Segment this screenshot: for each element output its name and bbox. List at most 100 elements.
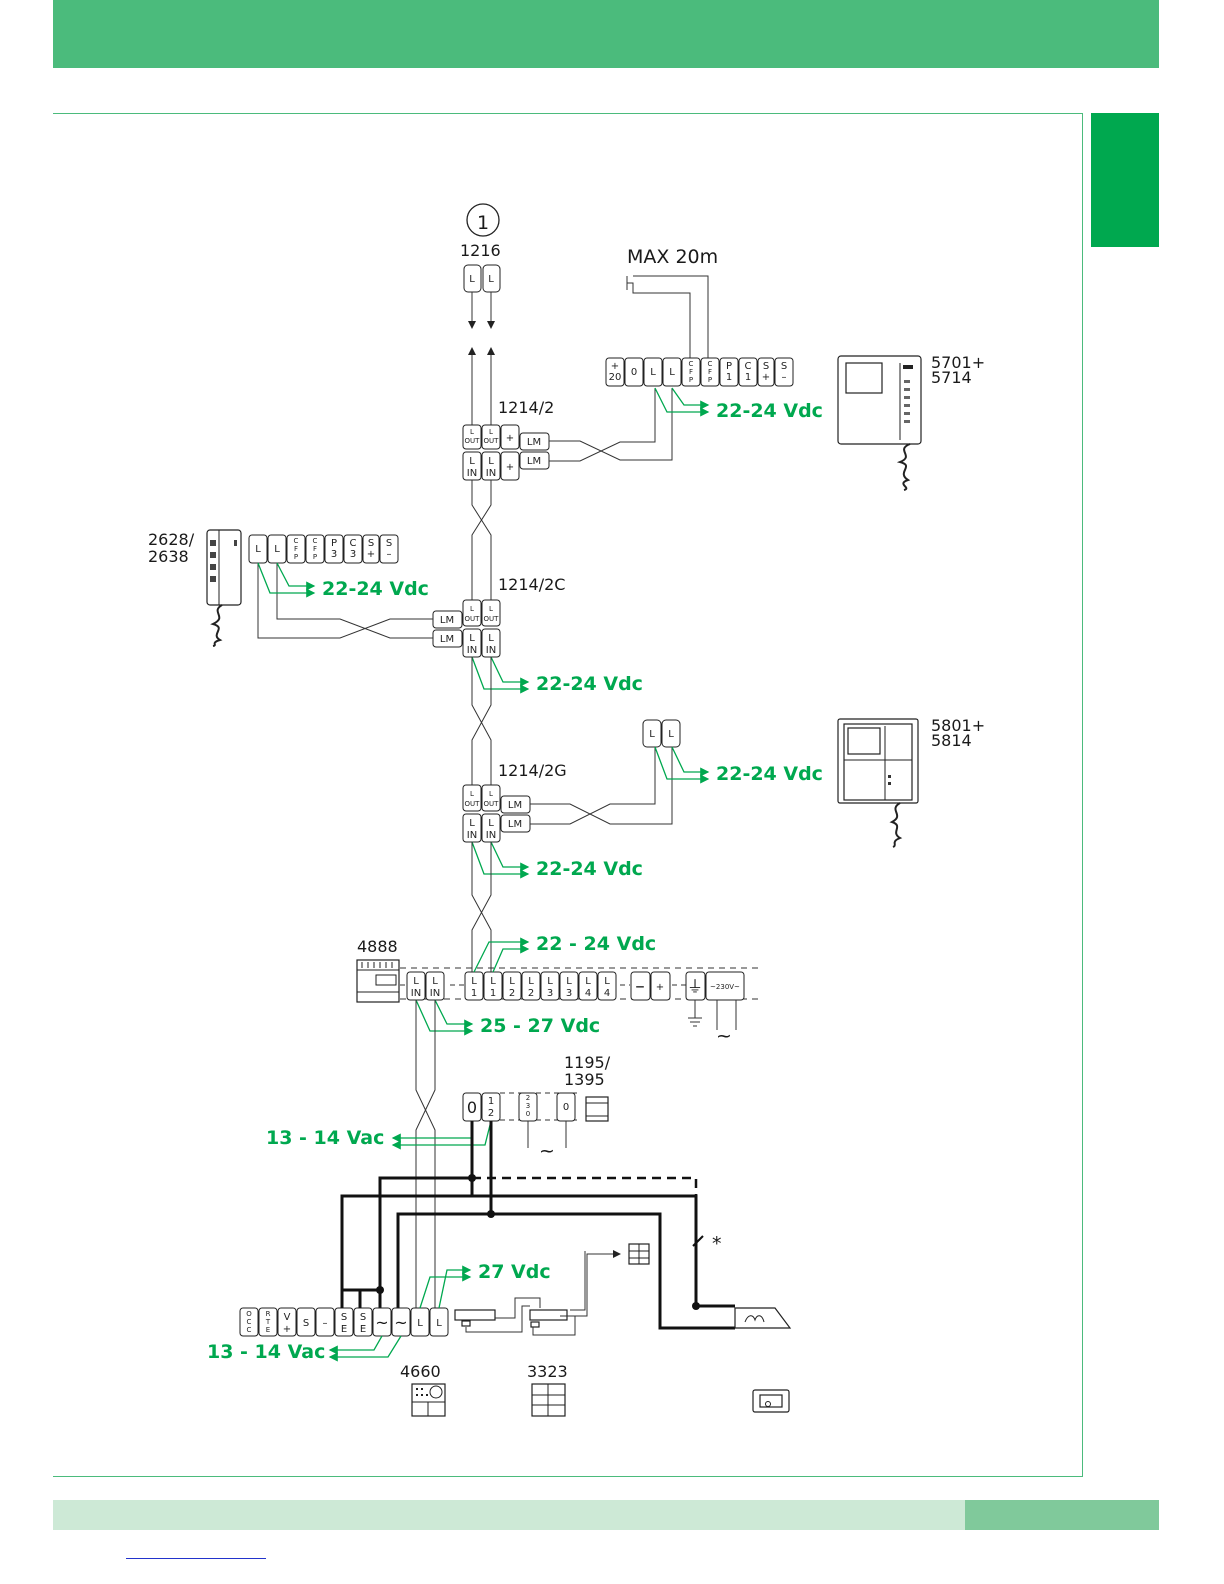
svg-text:S: S [781, 361, 787, 372]
button-panel-small-icon [628, 1243, 650, 1265]
terminal-block-5801: L L [642, 719, 681, 748]
svg-text:+: + [506, 462, 514, 473]
footer-link-underline [126, 1558, 266, 1559]
svg-text:L: L [668, 729, 674, 740]
svg-text:0: 0 [563, 1102, 569, 1113]
max-distance-label: MAX 20m [627, 246, 718, 268]
label-5714: 5714 [931, 368, 972, 387]
svg-text:L: L [470, 605, 474, 613]
label-4660: 4660 [400, 1362, 441, 1381]
button-module-3323-icon [531, 1383, 566, 1417]
svg-text:P: P [331, 538, 337, 549]
optional-button-marker: * [712, 1233, 722, 1255]
svg-text:LM: LM [508, 819, 522, 830]
svg-text:C: C [708, 360, 713, 368]
voltage-label-1214-2c: 22-24 Vdc [536, 673, 643, 695]
svg-text:P: P [726, 361, 732, 372]
svg-text:C: C [313, 537, 318, 545]
label-2628: 2628/ [148, 530, 195, 549]
header-bar [53, 0, 1159, 68]
svg-text:L: L [488, 633, 494, 644]
circle-marker [466, 203, 500, 237]
mains-ac-symbol: ~ [716, 1025, 732, 1047]
module-chain-icon [454, 1250, 621, 1336]
svg-text:C: C [350, 538, 357, 549]
svg-text:IN: IN [467, 645, 477, 656]
door-lock-icon [734, 1307, 792, 1329]
svg-text:0: 0 [526, 1110, 530, 1118]
svg-text:P: P [708, 376, 712, 384]
svg-text:3: 3 [526, 1102, 530, 1110]
svg-text:L: L [436, 1318, 442, 1329]
voltage-label-1214-2g: 22-24 Vdc [536, 858, 643, 880]
section-tab [1091, 113, 1159, 247]
svg-text:L: L [489, 428, 493, 436]
svg-text:IN: IN [467, 468, 477, 479]
audio-module-4660-icon [411, 1383, 446, 1417]
svg-text:1: 1 [745, 372, 751, 383]
svg-text:E: E [341, 1324, 347, 1335]
svg-text:–: – [387, 549, 392, 560]
svg-text:T: T [265, 1318, 271, 1326]
voltage-label-transformer: 13 - 14 Vac [266, 1127, 384, 1149]
svg-text:IN: IN [486, 645, 496, 656]
circle-number: 1 [477, 212, 489, 234]
svg-text:L: L [547, 976, 553, 987]
video-monitor-5801-icon [837, 718, 919, 848]
svg-text:L: L [470, 790, 474, 798]
svg-text:L: L [413, 976, 419, 987]
svg-text:L: L [488, 818, 494, 829]
svg-text:R: R [266, 1310, 271, 1318]
svg-text:F: F [313, 545, 317, 553]
svg-text:~230V~: ~230V~ [710, 983, 740, 991]
svg-text:L: L [604, 976, 610, 987]
svg-text:L: L [255, 544, 261, 555]
svg-text:20: 20 [609, 372, 622, 383]
svg-text:3: 3 [331, 549, 337, 560]
voltage-label-monitor-5701: 22-24 Vdc [716, 400, 823, 422]
label-1214-2g: 1214/2G [498, 761, 567, 780]
svg-text:V: V [284, 1312, 291, 1323]
label-4888: 4888 [357, 937, 398, 956]
label-2638: 2638 [148, 547, 189, 566]
svg-text:L: L [509, 976, 515, 987]
svg-text:LM: LM [527, 456, 541, 467]
svg-text:S: S [341, 1312, 347, 1323]
svg-text:OUT: OUT [484, 615, 500, 623]
svg-text:+: + [506, 433, 514, 444]
label-1395: 1395 [564, 1070, 605, 1089]
footer-bar [53, 1500, 965, 1530]
terminal-block-4660: O C C R T E V + S – S E S E ~ ~ L L [239, 1307, 449, 1337]
svg-text:L: L [585, 976, 591, 987]
svg-text:L: L [470, 428, 474, 436]
svg-text:L: L [566, 976, 572, 987]
svg-text:4: 4 [604, 988, 610, 999]
label-1216: 1216 [460, 241, 501, 260]
svg-text:2: 2 [509, 988, 515, 999]
svg-text:L: L [488, 274, 494, 285]
svg-text:L: L [489, 605, 493, 613]
svg-text:+: + [283, 1324, 291, 1335]
svg-text:LM: LM [440, 615, 454, 626]
voltage-label-2628: 22-24 Vdc [322, 578, 429, 600]
svg-text:2: 2 [526, 1094, 530, 1102]
svg-text:~: ~ [375, 1313, 388, 1332]
svg-text:IN: IN [430, 988, 440, 999]
svg-text:+: + [656, 982, 664, 993]
svg-text:C: C [689, 360, 694, 368]
svg-text:L: L [417, 1318, 423, 1329]
svg-text:S: S [368, 538, 374, 549]
svg-text:L: L [469, 818, 475, 829]
switch-block-1214-2c: L OUT L OUT L IN L IN LM LM [432, 599, 501, 658]
svg-text:F: F [689, 368, 693, 376]
label-5701: 5701+ [931, 353, 985, 372]
svg-text:L: L [649, 729, 655, 740]
svg-text:S: S [763, 361, 769, 372]
svg-text:L: L [490, 976, 496, 987]
svg-text:⏚: ⏚ [687, 977, 703, 996]
svg-text:IN: IN [411, 988, 421, 999]
svg-text:2: 2 [488, 1108, 494, 1119]
svg-text:+: + [367, 549, 375, 560]
svg-text:S: S [303, 1318, 309, 1329]
